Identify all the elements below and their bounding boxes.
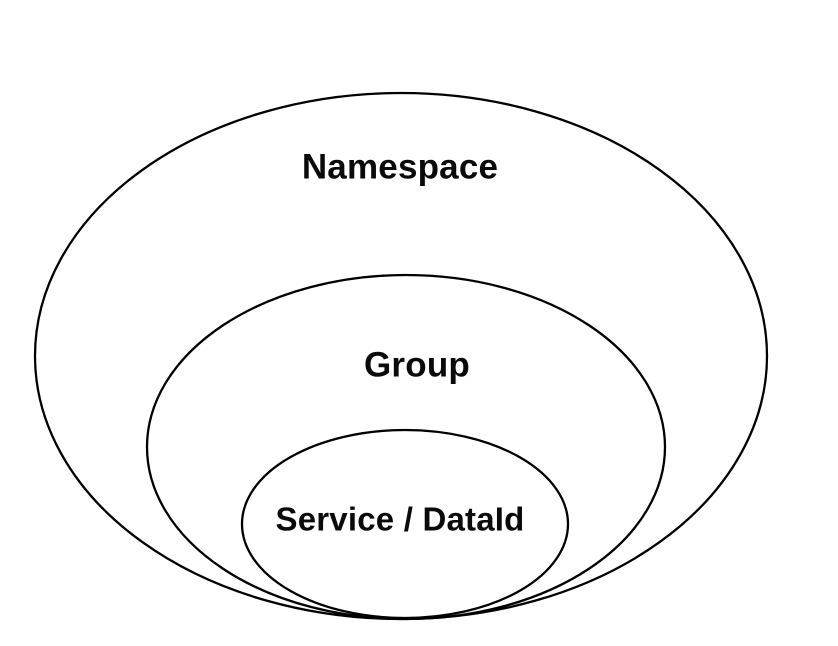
namespace-label: Namespace [302, 147, 498, 186]
service-dataid-ellipse [240, 428, 570, 620]
group-label: Group [364, 345, 470, 384]
service-dataid-label: Service / DataId [276, 501, 525, 538]
group-ellipse [145, 273, 667, 621]
